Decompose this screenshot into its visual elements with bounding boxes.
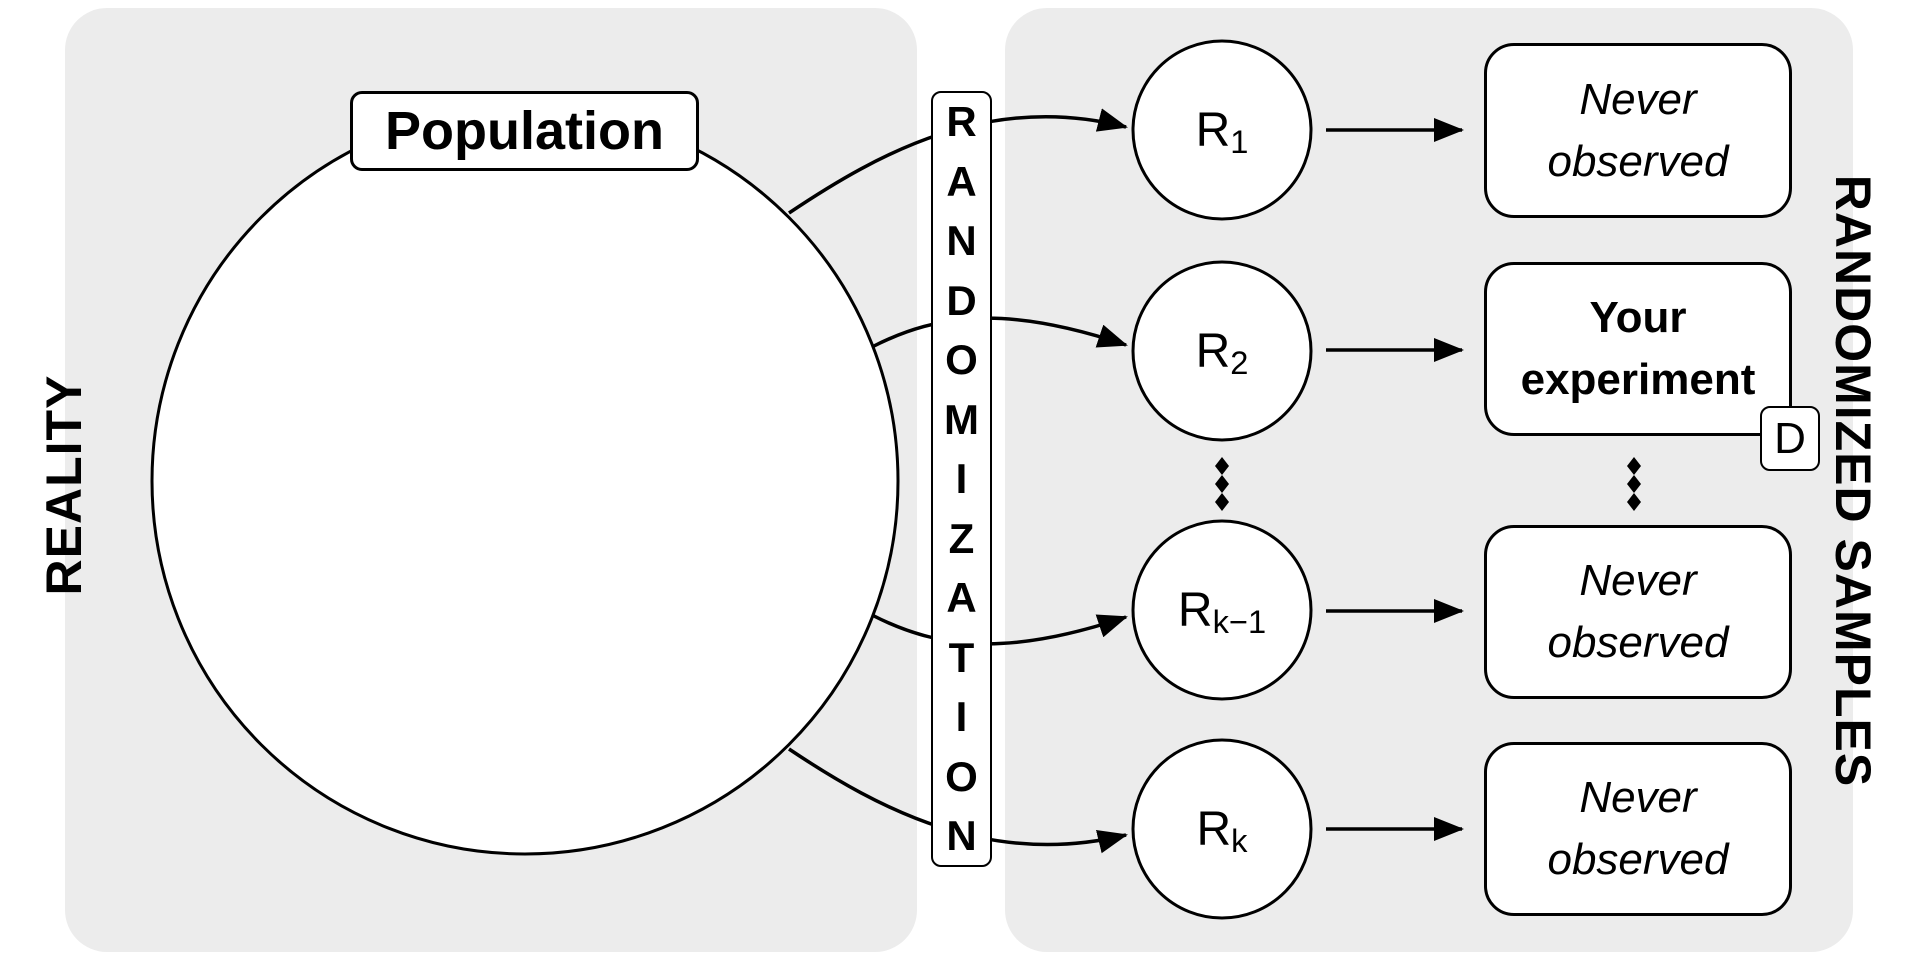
randomization-letter: I (955, 455, 968, 502)
outcome-box-your-experiment: Your experiment (1484, 262, 1792, 436)
randomization-letter: R (946, 98, 977, 145)
randomization-letter: T (948, 633, 975, 681)
ellipsis-diamonds-circles-icon (1215, 457, 1229, 511)
sample-circle-r1 (1131, 39, 1313, 221)
outcome-box-never-observed-1: Never observed (1484, 43, 1792, 218)
sample-label-rk: Rk (1196, 802, 1248, 859)
sample-label-r1: R1 (1195, 103, 1249, 160)
randomized-samples-label: RANDOMIZED SAMPLES (1825, 174, 1881, 788)
arc-arrow-to-r2-icon (871, 316, 1128, 349)
randomization-letter: N (946, 812, 977, 859)
sample-circle-rk (1131, 738, 1313, 920)
arc-arrow-to-rk-1-icon (871, 613, 1128, 646)
sample-circle-rk-1 (1131, 519, 1313, 701)
population-label-box: Population (350, 91, 699, 171)
randomization-letter: O (945, 336, 978, 383)
population-circle (150, 106, 900, 856)
randomization-letter: N (946, 217, 977, 264)
sample-circle-r2 (1131, 260, 1313, 442)
randomization-letter: M (944, 395, 979, 443)
randomization-letter: I (955, 693, 968, 740)
population-label: Population (385, 101, 664, 161)
reality-label: REALITY (36, 374, 92, 596)
randomization-letter: Z (948, 514, 975, 562)
sample-label-r2: R2 (1195, 324, 1249, 381)
randomization-box: R A N D O M I Z A T I O N (931, 91, 992, 867)
sample-label-rk-1: Rk−1 (1177, 583, 1267, 640)
randomization-letter: A (946, 157, 977, 205)
ellipsis-diamonds-boxes-icon (1627, 457, 1641, 511)
randomization-letter: A (946, 574, 977, 621)
data-d-tag: D (1760, 406, 1820, 471)
randomization-letter: D (946, 276, 977, 324)
outcome-box-never-observed-3: Never observed (1484, 742, 1792, 916)
outcome-box-never-observed-2: Never observed (1484, 525, 1792, 699)
randomization-letter: O (945, 752, 978, 800)
